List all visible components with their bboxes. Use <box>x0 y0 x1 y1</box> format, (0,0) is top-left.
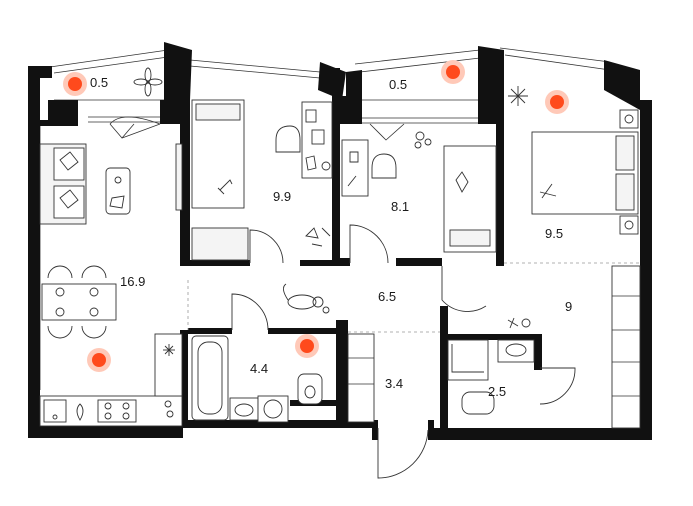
toy-icon <box>414 131 432 149</box>
area-toilet: 2.5 <box>488 384 506 399</box>
shower <box>447 339 489 381</box>
desk-2 <box>341 139 369 197</box>
area-hall: 9 <box>565 299 572 314</box>
zone-dividers <box>187 262 640 333</box>
dining-table <box>41 283 117 321</box>
area-corridor: 6.5 <box>378 289 396 304</box>
walls <box>28 42 652 440</box>
cat-icon <box>283 283 330 314</box>
area-wardrobe: 3.4 <box>385 376 403 391</box>
area-bedroom-1: 9.9 <box>273 189 291 204</box>
kitchen-counter <box>39 395 183 427</box>
marker-kitchen <box>87 348 111 372</box>
area-kitchen-living: 16.9 <box>120 274 145 289</box>
marker-bedroom-3 <box>545 90 569 114</box>
area-labels: 0.5 9.9 0.5 8.1 9.5 16.9 6.5 9 4.4 3.4 2… <box>90 75 572 399</box>
marker-balcony-left <box>63 72 87 96</box>
washbasin <box>229 397 259 421</box>
coffee-table <box>105 167 131 215</box>
hall-wardrobe <box>611 265 641 429</box>
marker-bathroom <box>295 334 319 358</box>
tv <box>175 143 183 211</box>
toilet-bowl <box>461 391 495 415</box>
marker-balcony-middle <box>441 60 465 84</box>
bathtub <box>191 335 229 421</box>
sink <box>497 339 535 363</box>
doors <box>109 116 576 479</box>
plant-icon <box>133 67 163 97</box>
area-bedroom-2: 8.1 <box>391 199 409 214</box>
storage-shelves <box>347 333 375 423</box>
snowflake-icon <box>163 344 175 356</box>
desk-1 <box>301 101 333 179</box>
area-balcony-middle: 0.5 <box>389 77 407 92</box>
toilet-bowl-bath <box>297 373 323 405</box>
area-bedroom-3: 9.5 <box>545 226 563 241</box>
area-bathroom: 4.4 <box>250 361 268 376</box>
markers <box>63 60 569 372</box>
plant-icon <box>508 86 528 106</box>
area-balcony-left: 0.5 <box>90 75 108 90</box>
furniture <box>39 67 641 429</box>
